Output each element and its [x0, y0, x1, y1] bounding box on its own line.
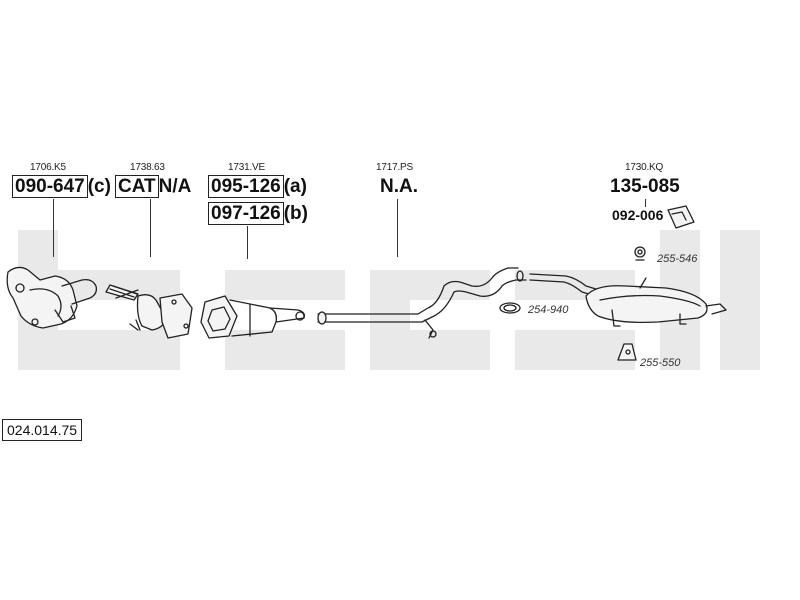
part-suffix: (b): [283, 203, 308, 224]
part-number-box: 090-647: [12, 175, 88, 198]
accessory-label-255-550[interactable]: 255-550: [640, 357, 681, 369]
part-number-097-126[interactable]: 097-126(b): [208, 202, 308, 225]
particulate-filter-icon: [200, 295, 306, 339]
rear-silencer-icon: [529, 273, 727, 327]
part-ref-1730-kq: 1730.KQ: [625, 162, 664, 173]
part-number-box: 095-126: [208, 175, 284, 198]
part-number-box: CAT: [115, 175, 159, 198]
part-number-box: 097-126: [208, 202, 284, 225]
part-ref-1706-k5: 1706.K5: [30, 162, 66, 173]
leader-line: [645, 199, 646, 207]
leader-line: [247, 226, 248, 259]
part-ref-1717-ps: 1717.PS: [376, 162, 413, 173]
leader-line: [397, 199, 398, 257]
part-suffix: N/A: [158, 176, 192, 197]
part-number-135-085[interactable]: 135-085: [610, 176, 680, 197]
mounting-rubber-icon: [667, 205, 695, 229]
leader-line: [53, 199, 54, 257]
diagram-id-label: 024.014.75: [2, 419, 83, 441]
bracket-icon: [617, 343, 637, 361]
part-number-095-126[interactable]: 095-126(a): [208, 175, 307, 198]
part-number-090-647[interactable]: 090-647(c): [12, 175, 111, 198]
rubber-hanger-icon: [634, 246, 646, 261]
leader-line: [150, 199, 151, 257]
part-ref-1731-ve: 1731.VE: [228, 162, 265, 173]
accessory-label-254-940[interactable]: 254-940: [528, 304, 569, 316]
part-suffix: (a): [283, 176, 307, 197]
manifold-catalyst-icon: [6, 266, 98, 329]
part-ref-1738-63: 1738.63: [130, 162, 165, 173]
accessory-label-255-546[interactable]: 255-546: [657, 253, 698, 265]
clamp-icon: [499, 302, 521, 314]
part-number-092-006[interactable]: 092-006: [612, 207, 664, 223]
flex-pipe-catalyst-icon: [105, 284, 193, 339]
part-number-na[interactable]: N.A.: [380, 176, 418, 197]
middle-pipe-icon: [317, 267, 527, 339]
part-suffix: (c): [87, 176, 111, 197]
